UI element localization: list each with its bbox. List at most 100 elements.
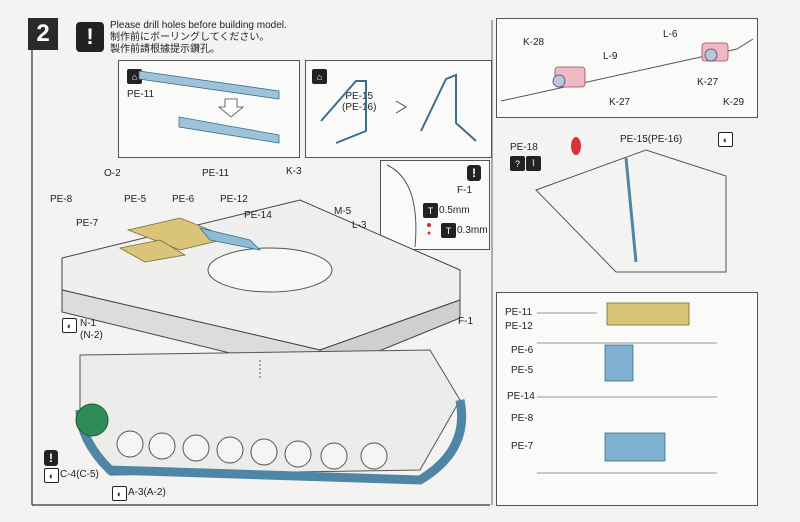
drill-inset-drawing bbox=[386, 164, 431, 248]
road-wheel-3 bbox=[182, 434, 210, 462]
pe6-pe5-mesh bbox=[604, 344, 634, 382]
drill-warning-icon: ! bbox=[467, 165, 481, 181]
warning-icon: ! bbox=[76, 22, 104, 52]
pe11-inset-drawing bbox=[138, 70, 280, 144]
detail-pe11: PE-11 bbox=[505, 307, 533, 318]
pe16-label: (PE-16) bbox=[342, 102, 377, 113]
wheel-warning-icon: ! bbox=[44, 450, 58, 466]
glue-icon-2: ◐ bbox=[44, 468, 59, 483]
pe15-bent bbox=[420, 73, 477, 142]
label-pe14: PE-14 bbox=[244, 210, 272, 221]
drive-sprocket bbox=[75, 403, 109, 437]
detail-pe12: PE-12 bbox=[505, 321, 533, 332]
drill-point-1 bbox=[427, 223, 431, 227]
label-o2: O-2 bbox=[104, 168, 121, 179]
label-pe7: PE-7 bbox=[76, 218, 99, 229]
road-wheel-8 bbox=[360, 442, 388, 470]
lights-drawing bbox=[500, 38, 754, 102]
detail-pe7: PE-7 bbox=[511, 441, 534, 452]
question-icon: ? bbox=[510, 156, 525, 171]
pe15-inset-drawing bbox=[320, 73, 477, 144]
pe15-flat bbox=[320, 80, 367, 144]
structure-lines bbox=[537, 312, 717, 474]
drill-icon-1: T bbox=[423, 203, 438, 218]
pe18-part bbox=[571, 137, 581, 155]
label-pe18: PE-18 bbox=[510, 142, 538, 153]
label-c4: C-4(C-5) bbox=[60, 469, 99, 480]
pe8-pe7-mesh bbox=[604, 432, 666, 462]
drill-note: Please drill holes before building model… bbox=[110, 20, 287, 56]
label-pe5: PE-5 bbox=[124, 194, 147, 205]
pe15-inset: ⌂ PE-15 (PE-16) bbox=[305, 60, 492, 158]
fender-drawing bbox=[535, 137, 727, 273]
lamp-right bbox=[704, 48, 718, 62]
fender-detail: PE-18 ? ⌇ PE-15(PE-16) ◐ bbox=[496, 122, 766, 284]
lights-detail: K-28 L-9 K-27 L-6 K-27 K-29 bbox=[496, 18, 758, 118]
detail-pe14: PE-14 bbox=[507, 391, 535, 402]
road-wheel-2 bbox=[148, 432, 176, 460]
drill-inset: ! F-1 T 0.5mm T 0.3mm bbox=[380, 160, 490, 250]
label-f1: F-1 bbox=[458, 316, 473, 327]
glue-icon: ◐ bbox=[62, 318, 77, 333]
pe11-inset: ⌂ PE-11 bbox=[118, 60, 300, 158]
pe11-flat-strip bbox=[138, 70, 280, 100]
drill-part-label: F-1 bbox=[457, 185, 472, 196]
drill-point-2 bbox=[427, 231, 431, 235]
detail-pe5: PE-5 bbox=[511, 365, 534, 376]
road-wheel-6 bbox=[284, 440, 312, 468]
road-wheel-1 bbox=[116, 430, 144, 458]
glue-icon-3: ◐ bbox=[112, 486, 127, 501]
road-wheel-4 bbox=[216, 436, 244, 464]
road-wheel-5 bbox=[250, 438, 278, 466]
label-pe12: PE-12 bbox=[220, 194, 248, 205]
detail-pe6: PE-6 bbox=[511, 345, 534, 356]
bend-icon: ⌇ bbox=[526, 156, 541, 171]
note-ja: 制作前にボーリングしてください。 bbox=[110, 32, 270, 43]
label-l6: L-6 bbox=[663, 29, 678, 40]
label-n1: N-1 bbox=[80, 318, 97, 329]
turret-ring bbox=[207, 247, 333, 293]
pe-detail-drawing bbox=[537, 302, 717, 474]
label-k29: K-29 bbox=[723, 97, 745, 108]
drill-icon-2: T bbox=[441, 223, 456, 238]
lamp-left bbox=[552, 74, 566, 88]
label-m5: M-5 bbox=[334, 206, 352, 217]
label-a3: A-3(A-2) bbox=[128, 487, 166, 498]
step-number: 2 bbox=[28, 18, 58, 50]
fold-icon-2: ⌂ bbox=[312, 69, 327, 84]
pe11-inset-label: PE-11 bbox=[127, 89, 155, 100]
label-pe8: PE-8 bbox=[50, 194, 73, 205]
glue-icon-4: ◐ bbox=[718, 132, 733, 147]
label-l3: L-3 bbox=[352, 220, 367, 231]
drill-size-2: 0.3mm bbox=[457, 225, 488, 236]
drill-size-1: 0.5mm bbox=[439, 205, 470, 216]
pe-detail: PE-11 PE-12 PE-6 PE-5 PE-14 PE-8 PE-7 bbox=[496, 292, 758, 506]
pe11-bent-strip bbox=[178, 116, 280, 144]
label-l9: L-9 bbox=[603, 51, 618, 62]
label-n2: (N-2) bbox=[80, 330, 103, 341]
pe-grille-2 bbox=[118, 239, 187, 263]
note-en: Please drill holes before building model… bbox=[110, 20, 287, 31]
hull-curve bbox=[386, 164, 417, 248]
pe15-strip bbox=[624, 157, 638, 263]
label-k27a: K-27 bbox=[609, 97, 631, 108]
right-arrow bbox=[395, 100, 407, 114]
label-pe15-16: PE-15(PE-16) bbox=[620, 134, 683, 145]
pe15-label: PE-15 bbox=[345, 91, 374, 102]
label-pe6: PE-6 bbox=[172, 194, 195, 205]
label-k27b: K-27 bbox=[697, 77, 719, 88]
pe-screen bbox=[198, 227, 262, 251]
label-k3: K-3 bbox=[286, 166, 302, 177]
pe11-mesh bbox=[606, 302, 690, 326]
down-arrow bbox=[217, 98, 245, 118]
road-wheel-7 bbox=[320, 442, 348, 470]
label-k28: K-28 bbox=[523, 37, 545, 48]
pe15-inset-label: PE-15 (PE-16) bbox=[342, 91, 376, 113]
detail-pe8: PE-8 bbox=[511, 413, 534, 424]
fold-icon: ⌂ bbox=[127, 69, 142, 84]
note-zh: 製作前請根據提示鑽孔。 bbox=[110, 44, 220, 55]
label-pe11: PE-11 bbox=[202, 168, 230, 179]
